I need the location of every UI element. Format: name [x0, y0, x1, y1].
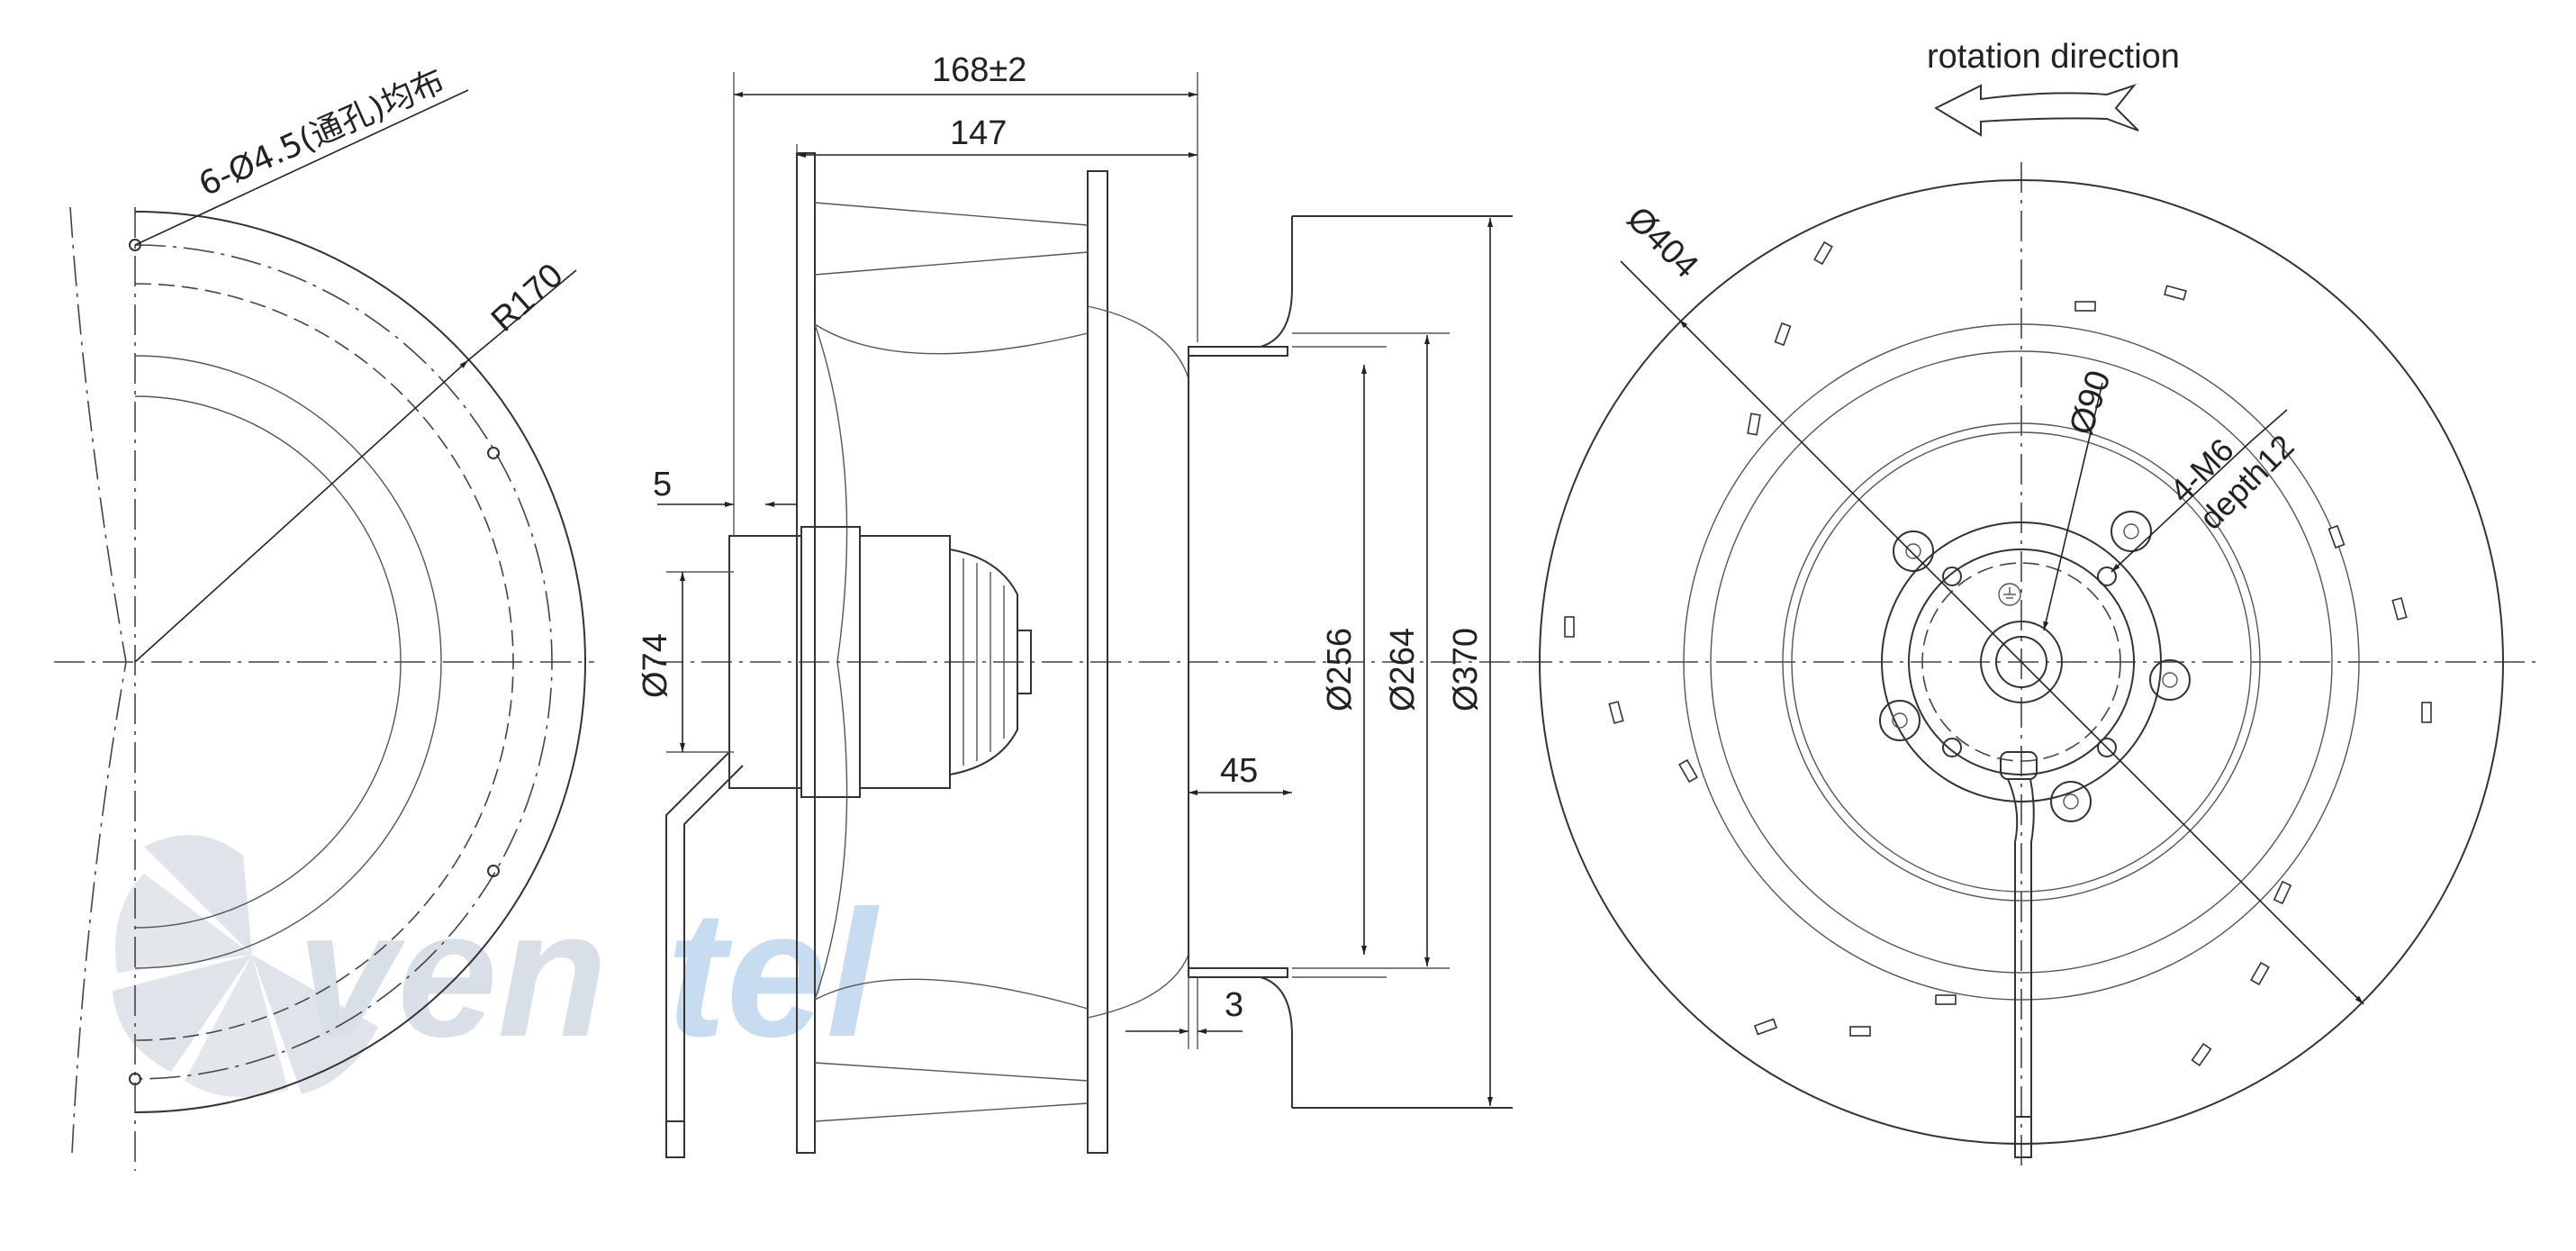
blade-curve-bottom [814, 978, 1089, 1010]
boss-2-hole [2123, 523, 2139, 539]
dim-inlet-outer-diameter-label: Ø370 [1447, 628, 1485, 712]
inlet-curve-top [1087, 305, 1189, 379]
inlet-flange-bottom [1260, 976, 1293, 1108]
thread-hole-1 [1942, 567, 1962, 586]
front-shroud [1087, 170, 1108, 1154]
hole-callout-leader [134, 89, 469, 246]
dim-thread-leader [2111, 440, 2252, 573]
front-cable-right [2029, 778, 2035, 1153]
left-dashed-circle [134, 283, 514, 1041]
inlet-ring-bottom [1188, 967, 1288, 978]
cable-lower [683, 765, 744, 1144]
watermark-brand-main: ven [297, 874, 608, 1074]
rotation-arrow-icon [1933, 83, 2139, 137]
mount-hole-top [129, 239, 141, 251]
dim-motor-diameter-label: Ø74 [637, 633, 674, 698]
front-cable-left [2007, 778, 2019, 1153]
dim-thread-leader-ext [2250, 409, 2288, 442]
motor-shaft [1017, 630, 1032, 694]
watermark: ven tel [113, 835, 880, 1097]
mount-hole-bottom [129, 1073, 141, 1085]
watermark-brand-accent: tel [666, 874, 880, 1074]
boss-1 [1893, 530, 1934, 572]
blade-bottom-1 [814, 1062, 1089, 1082]
boss-1-hole [1905, 543, 1921, 559]
dim-inlet-depth-label: 45 [1220, 752, 1258, 790]
slot [1747, 412, 1761, 436]
radius-label: R170 [484, 257, 571, 340]
slot [1564, 616, 1575, 638]
slot [2191, 1043, 2212, 1066]
slot [2327, 524, 2346, 549]
left-break-line [69, 206, 127, 1154]
blade-curve-top [814, 323, 1089, 355]
dim-impeller-diameter [1678, 319, 2364, 1005]
slot [2391, 597, 2408, 621]
hole-callout: 6-Ø4.5(通孔)均布 [194, 62, 450, 204]
cable-upper [665, 751, 730, 1144]
boss-5-hole [2063, 793, 2079, 810]
mount-hole-lower-right [487, 865, 500, 877]
motor-cap [949, 548, 1018, 776]
left-inner-opening [134, 355, 442, 969]
mount-hole-upper-right [487, 447, 500, 459]
blade-bottom-2 [814, 1102, 1089, 1122]
hub-cone [814, 323, 848, 1001]
boss-4 [1879, 700, 1921, 741]
left-bolt-circle [134, 244, 553, 1080]
blade-top-1 [814, 202, 1089, 226]
slot [1678, 758, 1698, 784]
radius-leader [134, 359, 469, 663]
dim-inlet-inner-diameter-label: Ø256 [1321, 628, 1359, 712]
boss-2 [2111, 511, 2152, 552]
slot [1753, 1018, 1778, 1036]
boss-5 [2050, 781, 2092, 822]
slot [2074, 301, 2096, 312]
side-view: 168±2 147 5 Ø74 45 3 Ø256 Ø264 Ø370 [637, 51, 1522, 1158]
dim-impeller-diameter-ext [1620, 260, 1680, 321]
thread-hole-3 [1942, 738, 1962, 757]
left-outer-flange [134, 211, 586, 1113]
slot [1813, 240, 1833, 266]
front-cable-end [2014, 1116, 2032, 1158]
inlet-ring-top [1188, 346, 1288, 357]
dim-inlet-gap-label: 3 [1225, 986, 1243, 1024]
cable-end [665, 1120, 685, 1158]
rotation-direction-label: rotation direction [1927, 38, 2180, 76]
slot [1608, 701, 1624, 724]
slot [2250, 961, 2270, 986]
slot [1774, 322, 1792, 347]
slot [1935, 994, 1957, 1005]
impeller-outer-circle [1539, 179, 2504, 1145]
left-inner-opening-2 [134, 395, 402, 929]
slot [2421, 702, 2432, 723]
inlet-curve-bottom [1087, 954, 1189, 1019]
inlet-flange-top [1260, 216, 1293, 348]
slot [1849, 1026, 1871, 1037]
blade-top-2 [814, 251, 1089, 276]
dim-bolt-circle-label: Ø90 [2063, 366, 2119, 439]
boss-3-hole [2162, 672, 2178, 688]
boss-3 [2149, 659, 2191, 701]
radius-leader-ext [467, 269, 577, 361]
dim-impeller-length-label: 147 [950, 114, 1007, 152]
front-view: Ø404 Ø90 4-M6 depth12 rotation direction [1522, 38, 2539, 1171]
dim-inlet-mid-diameter-label: Ø264 [1384, 628, 1422, 712]
dim-bolt-circle-leader [2043, 382, 2103, 631]
ground-icon [1998, 583, 2021, 606]
slot [2164, 285, 2187, 301]
dim-flange-offset-label: 5 [653, 466, 672, 503]
dim-overall-length-label: 168±2 [932, 51, 1026, 89]
slot [2273, 880, 2292, 905]
